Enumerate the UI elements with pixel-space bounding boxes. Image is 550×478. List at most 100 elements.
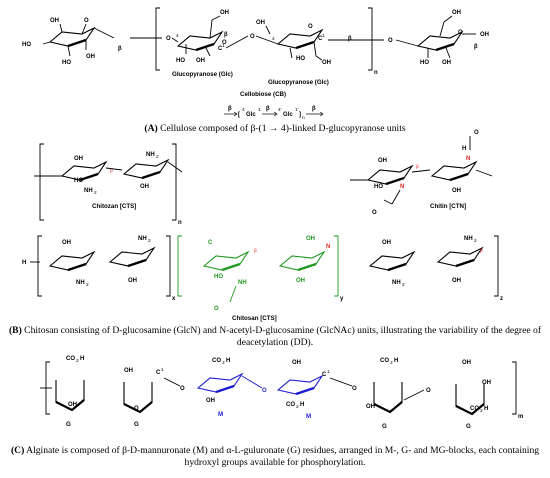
c-co2h-2: CO [212, 358, 221, 364]
formula-n: n [302, 116, 305, 121]
b-o-acetyl-2: O [474, 130, 479, 136]
a-title: Cellobiose (CB) [240, 91, 286, 98]
b-h-2: H [22, 260, 26, 266]
a-oh-4: OH [196, 58, 205, 64]
c-co2h-sub-4: 2 [390, 360, 393, 366]
formula-sup1: 1 [258, 107, 261, 113]
b-ho-2: HO [374, 184, 383, 190]
a-unit-label-1: Glucopyranose (Glc) [172, 71, 233, 78]
b-n: n [178, 220, 182, 226]
caption-c-text: Alginate is composed of β-D-mannuronate … [24, 445, 540, 468]
caption-c-prefix: (C) [10, 445, 25, 456]
b-nh2-4: NH [138, 236, 147, 242]
c-oh-g1: OH [68, 402, 77, 408]
b-o-green: O [214, 306, 219, 312]
formula-sup1b: 1' [295, 107, 299, 113]
a-o-link-1: O [166, 36, 171, 42]
a-n: n [374, 70, 378, 76]
b-oh-6: OH [128, 278, 137, 284]
b-oh-green: OH [306, 236, 315, 242]
c-co2h-4: CO [380, 358, 389, 364]
c-co2h-3: CO [286, 402, 295, 408]
caption-b-prefix: (B) [8, 325, 22, 336]
c-m-2: M [306, 413, 311, 420]
formula-beta-1: β [228, 106, 232, 112]
b-oh-2: OH [140, 184, 149, 190]
b-nh2-2: NH [146, 152, 155, 158]
b-sub2-4: 2 [148, 238, 151, 244]
c-co2h-h-1: H [80, 356, 84, 362]
c-co2h-sub-1: 2 [76, 358, 79, 364]
c-oh-g2: OH [124, 368, 133, 374]
b-sub2-6: 2 [474, 238, 477, 244]
caption-b-text: Chitosan consisting of D-glucosamine (Gl… [21, 325, 542, 348]
formula-glc2: Glc [283, 112, 293, 118]
a-oh-9: OH [480, 32, 489, 38]
b-c-green: C [208, 240, 213, 246]
a-sup4-2: 4 [272, 36, 275, 42]
b-n-red-2: N [466, 156, 470, 162]
a-oh-1: OH [50, 18, 59, 24]
a-oh-5: OH [256, 20, 265, 26]
b-nh-green: NH [238, 280, 247, 286]
a-o-4: O [458, 30, 463, 36]
caption-b: (B) Chitosan consisting of D-glucosamine… [8, 325, 542, 348]
a-ho-1: HO [22, 42, 31, 48]
a-sup1-1: 1 [222, 43, 225, 49]
b-z: z [500, 296, 503, 302]
c-sup1-2: 1 [327, 369, 330, 375]
b-o-acetyl-1: O [372, 210, 377, 216]
formula-bracket-close: ] [299, 112, 301, 118]
a-oh-6: OH [322, 60, 331, 66]
a-oh-8: OH [442, 60, 451, 66]
b-nh2-1: NH [84, 188, 93, 194]
c-co2h-h-3: H [300, 402, 304, 408]
b-beta-red-2: β [416, 164, 419, 170]
panel-a-cellulose: HO OH O HO OH β O 4 OH HO O C 1 OH Gluco… [22, 7, 489, 121]
c-c1-1: C [156, 370, 161, 376]
c-m: m [518, 414, 523, 420]
c-co2h-5: CO [470, 406, 479, 412]
b-oh-green-2: OH [296, 278, 305, 284]
b-x: x [172, 296, 176, 302]
a-c1-2: C [318, 36, 323, 42]
b-nh2-6: NH [464, 236, 473, 242]
c-g-2: G [134, 421, 139, 428]
a-o-link-3: O [388, 38, 393, 44]
b-nh2-3: NH [76, 280, 85, 286]
c-co2h-sub-2: 2 [222, 360, 225, 366]
b-oh-3: OH [378, 158, 387, 164]
a-o-3: O [308, 24, 313, 30]
b-n-red-1: N [400, 184, 404, 190]
c-g-3: G [382, 423, 387, 430]
b-oh-5: OH [62, 240, 71, 246]
formula-beta-mid: β [266, 106, 270, 112]
formula-beta-end: β [312, 106, 316, 112]
c-co2h-sub-5: 2 [480, 408, 483, 414]
a-beta-3: β [348, 36, 352, 42]
c-co2h-h-4: H [394, 358, 398, 364]
b-h-1: H [462, 146, 466, 152]
c-o-link-1: O [180, 386, 185, 392]
a-beta-4: β [474, 44, 478, 50]
c-oh-m2: OH [292, 360, 301, 366]
a-beta-2: β [224, 32, 228, 38]
c-o-link-4: O [426, 388, 431, 394]
a-beta-1: β [118, 46, 122, 52]
b-chitin-label: Chitin [CTN] [430, 203, 466, 210]
caption-a-text: Cellulose composed of β-(1 → 4)-linked D… [157, 123, 406, 134]
caption-c: (C) Alginate is composed of β-D-mannuron… [8, 445, 542, 468]
b-oh-1: OH [74, 156, 83, 162]
b-ho-green: HO [214, 274, 223, 280]
c-co2h-h-2: H [226, 358, 230, 364]
b-sub2-3: 2 [86, 282, 89, 288]
a-ho-5: HO [420, 60, 429, 66]
b-beta-red-1: β [110, 168, 113, 174]
c-sup1-1: 1 [161, 367, 164, 373]
c-co2h-1: CO [66, 356, 75, 362]
b-n-red-3: N [326, 244, 330, 250]
a-ho-4: HO [296, 56, 305, 62]
panel-b-chitosan: n OH HO NH 2 β NH 2 OH Chitozan [CTS] OH… [22, 130, 503, 322]
formula-sup4: 4 [242, 107, 245, 113]
b-sub2-2: 2 [156, 154, 159, 160]
